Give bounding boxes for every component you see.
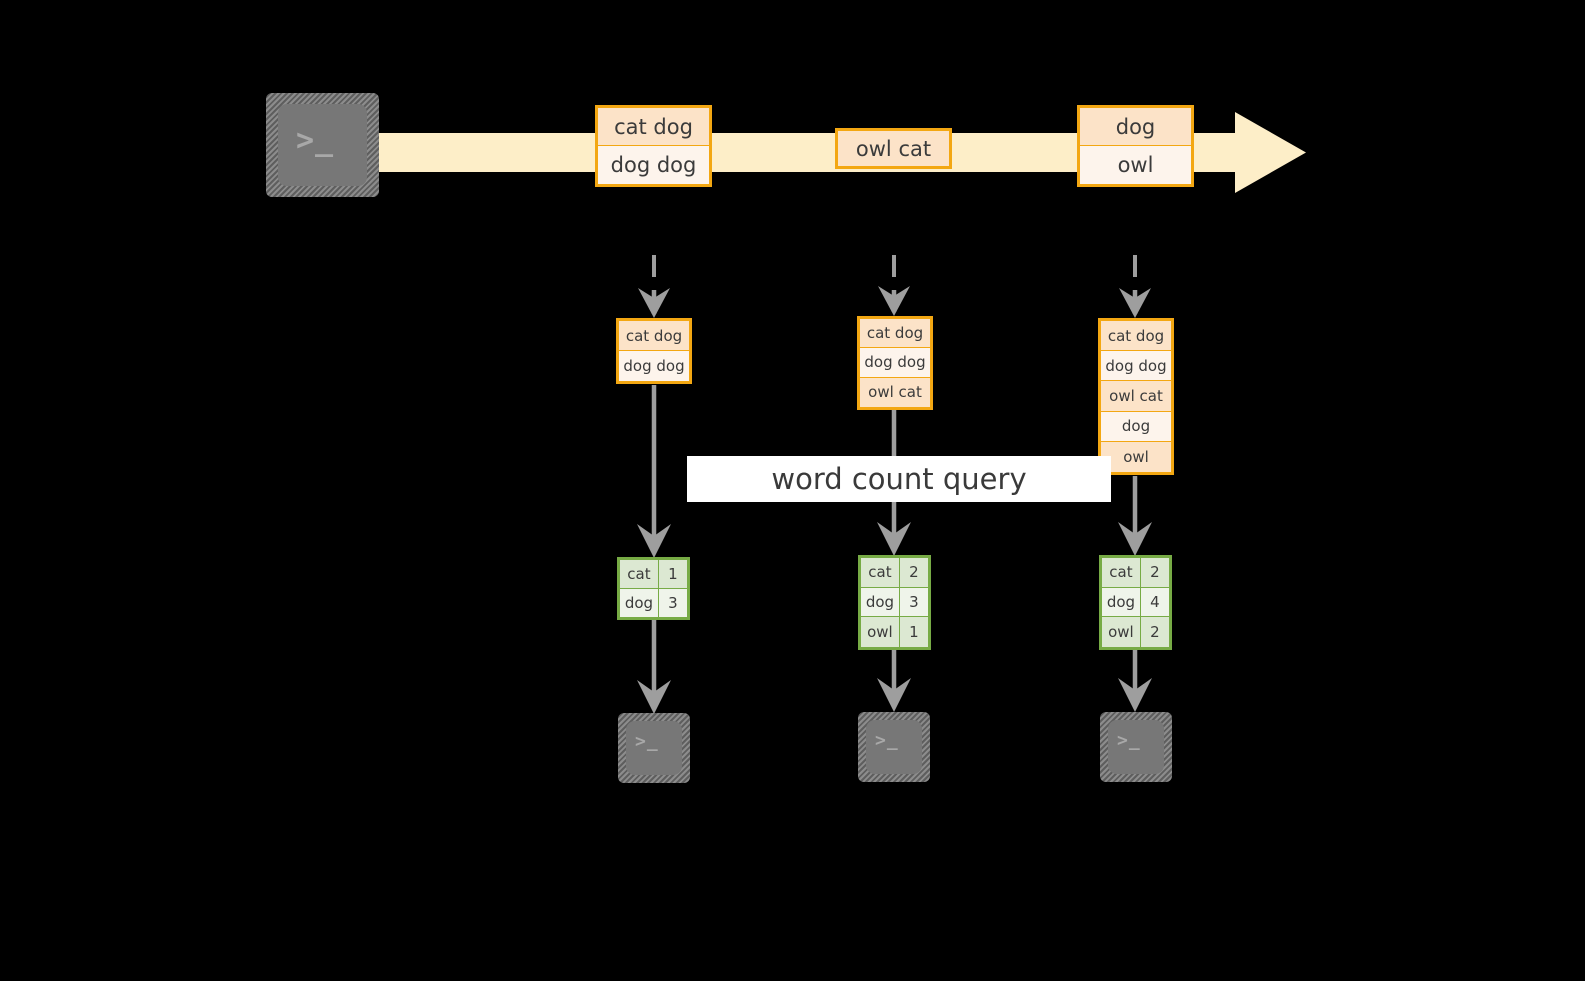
snapshot-input-line: owl — [1101, 441, 1171, 472]
terminal-prompt-glyph: >_ — [875, 730, 899, 751]
result-word-cell: dog — [1102, 587, 1141, 617]
snapshot-2-input-stack: cat dog dog dog owl cat — [857, 316, 933, 410]
result-count-cell: 2 — [1150, 623, 1160, 642]
result-word-cell: cat — [620, 560, 659, 588]
snapshot-input-line: dog dog — [860, 348, 930, 378]
stream-record-group-2: owl cat — [835, 128, 952, 169]
stream-record-group-1: cat dog dog dog — [595, 105, 712, 187]
producer-terminal-icon: >_ — [266, 93, 379, 197]
result-count-cell: 2 — [1150, 563, 1160, 582]
terminal-body — [626, 721, 682, 775]
snapshot-1-input-stack: cat dog dog dog — [616, 318, 692, 384]
snapshot-input-line: owl cat — [860, 377, 930, 407]
result-count-cell: 1 — [668, 564, 678, 583]
terminal-prompt-glyph: >_ — [296, 123, 335, 158]
snapshot-3-result-table: cat 2 dog 4 owl 2 — [1099, 555, 1172, 650]
result-count-cell: 4 — [1150, 592, 1160, 611]
result-word-cell: dog — [861, 587, 900, 617]
result-row: dog 3 — [620, 588, 687, 617]
stream-record-line: owl cat — [838, 131, 949, 166]
result-row: cat 2 — [861, 558, 928, 588]
terminal-body — [866, 720, 922, 774]
snapshot-2-result-table: cat 2 dog 3 owl 1 — [858, 555, 931, 650]
result-row: cat 1 — [620, 560, 687, 589]
snapshot-input-line: dog dog — [1101, 351, 1171, 382]
snapshot-input-line: owl cat — [1101, 381, 1171, 412]
result-row: dog 4 — [1102, 587, 1169, 618]
result-word-cell: owl — [1102, 617, 1141, 647]
stream-record-line: cat dog — [598, 108, 709, 146]
result-word-cell: owl — [861, 617, 900, 647]
snapshot-1-result-table: cat 1 dog 3 — [617, 557, 690, 620]
snapshot-input-line: cat dog — [1101, 321, 1171, 352]
result-count-cell: 2 — [909, 563, 919, 582]
terminal-body — [1108, 720, 1164, 774]
result-row: owl 2 — [1102, 617, 1169, 647]
result-count-cell: 3 — [668, 593, 678, 612]
stream-record-line: dog dog — [598, 146, 709, 184]
consumer-terminal-icon-1: >_ — [618, 713, 690, 783]
result-word-cell: cat — [861, 558, 900, 587]
snapshot-input-line: cat dog — [860, 319, 930, 349]
result-row: dog 3 — [861, 587, 928, 618]
result-count-cell: 1 — [909, 623, 919, 642]
snapshot-input-line: cat dog — [619, 321, 689, 351]
result-row: owl 1 — [861, 617, 928, 647]
consumer-terminal-icon-2: >_ — [858, 712, 930, 782]
result-count-cell: 3 — [909, 592, 919, 611]
result-row: cat 2 — [1102, 558, 1169, 588]
snapshot-input-line: dog — [1101, 411, 1171, 442]
result-word-cell: dog — [620, 588, 659, 617]
result-word-cell: cat — [1102, 558, 1141, 587]
terminal-body — [278, 104, 367, 186]
query-label-band: word count query — [687, 456, 1111, 502]
terminal-prompt-glyph: >_ — [1117, 730, 1141, 751]
stream-record-line: owl — [1080, 146, 1191, 184]
snapshot-input-line: dog dog — [619, 351, 689, 381]
snapshot-3-input-stack: cat dog dog dog owl cat dog owl — [1098, 318, 1174, 475]
stream-record-group-3: dog owl — [1077, 105, 1194, 187]
stream-record-line: dog — [1080, 108, 1191, 146]
terminal-prompt-glyph: >_ — [635, 731, 659, 752]
consumer-terminal-icon-3: >_ — [1100, 712, 1172, 782]
